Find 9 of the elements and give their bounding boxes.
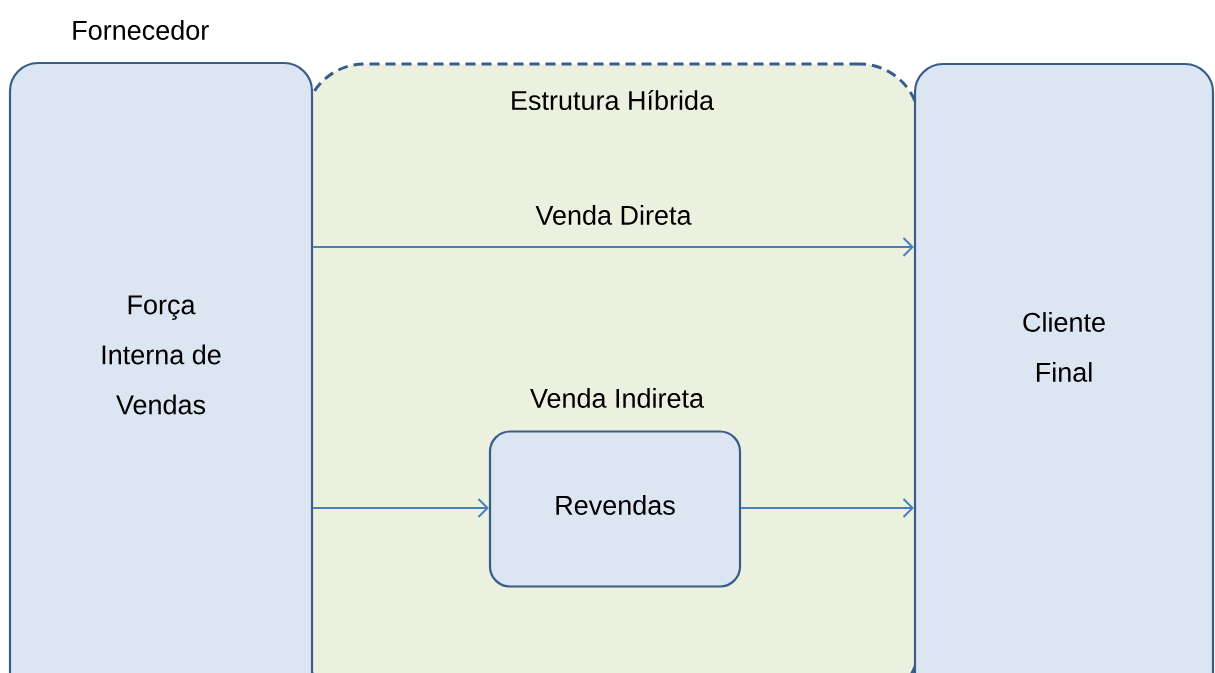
- heading-text: Fornecedor: [73, 20, 209, 40]
- side-label: Venda Indireta: [530, 388, 705, 408]
- rounded-box: Cliente Final: [913, 62, 1215, 673]
- arrow: [312, 498, 489, 518]
- arrow: [740, 498, 914, 518]
- arrow: [312, 237, 914, 257]
- edge-label: Venda Direta: [535, 205, 692, 225]
- rounded-box: Revendas: [488, 430, 742, 588]
- rounded-box: Força Interna de Vendas: [8, 61, 314, 673]
